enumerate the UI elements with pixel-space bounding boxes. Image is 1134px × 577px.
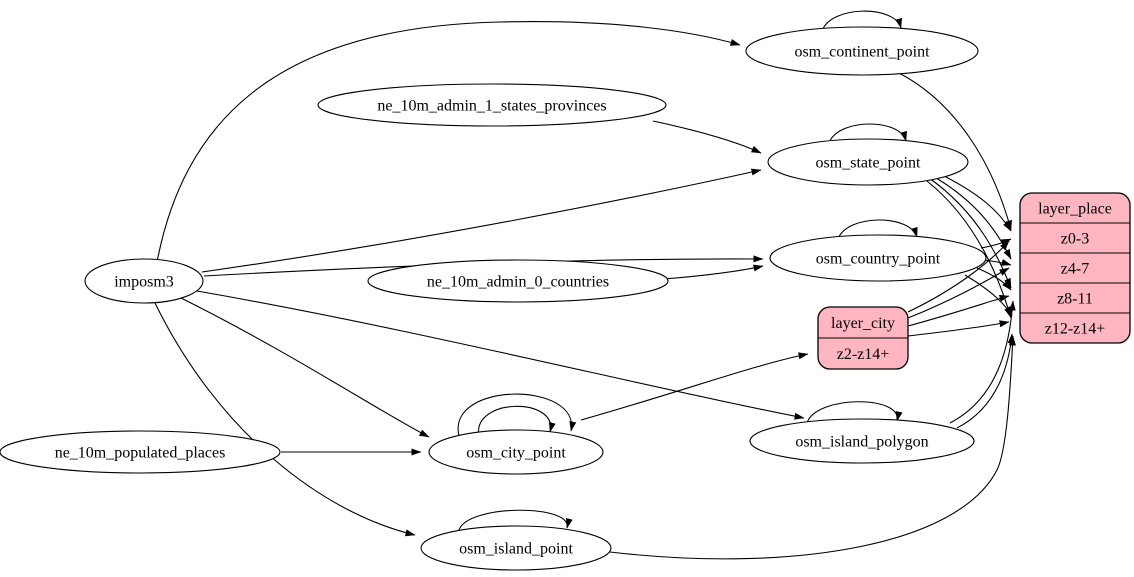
edges-layer: [154, 10, 1016, 560]
node-osm_state_point: osm_state_point: [767, 138, 969, 186]
layer_city-header-label: layer_city: [831, 315, 895, 332]
node-ne_10m_admin_0_countries: ne_10m_admin_0_countries: [367, 259, 669, 303]
edge-osm_island_point->layer_place:z12-z14+: [609, 335, 1016, 560]
node-osm_island_polygon: osm_island_polygon: [749, 418, 975, 464]
imposm3-shape: [84, 258, 204, 304]
osm_island_polygon-label: osm_island_polygon: [795, 434, 928, 451]
edge-ne_10m_admin_0_countries->osm_country_point: [663, 264, 764, 280]
node-ne_10m_admin_1_states_provinces: ne_10m_admin_1_states_provinces: [317, 83, 667, 127]
edge-osm_state_point->layer_place:z8-11: [928, 177, 1012, 289]
osm_city_point-shape: [428, 429, 604, 475]
edge-layer_city->layer_place:z4-7: [907, 267, 1010, 319]
node-osm_country_point: osm_country_point: [769, 234, 987, 282]
edge-self-osm_city_point-outer: [457, 393, 577, 437]
edge-imposm3->osm_island_polygon: [196, 290, 805, 420]
osm_country_point-label: osm_country_point: [816, 251, 941, 268]
edge-osm_island_polygon->layer_place:z8-11: [949, 300, 1016, 424]
edge-osm_state_point->layer_place:z12-z14+: [926, 180, 1012, 319]
osm_continent_point-label: osm_continent_point: [794, 44, 930, 61]
edge-osm_city_point->layer_city:z2-z14+: [580, 352, 809, 421]
osm_state_point-label: osm_state_point: [816, 155, 921, 172]
node-osm_continent_point: osm_continent_point: [745, 26, 979, 76]
edge-layer_city->layer_place:z0-3: [907, 240, 1010, 313]
osm_island_polygon-shape: [749, 418, 975, 464]
node-imposm3: imposm3: [84, 258, 204, 304]
layer_place-row-z8-11-label: z8-11: [1057, 291, 1093, 308]
edge-osm_state_point->layer_place:z4-7: [930, 174, 1012, 260]
edge-self-osm_continent_point: [821, 10, 902, 32]
edge-osm_country_point->layer_place:z0-3: [980, 238, 1012, 249]
edge-imposm3->osm_state_point: [201, 168, 762, 273]
edge-self-osm_island_polygon: [806, 401, 903, 424]
edge-self-osm_country_point: [837, 219, 918, 240]
edge-osm_country_point->layer_place:z4-7: [984, 259, 1012, 266]
edge-osm_state_point->layer_place:z0-3: [933, 170, 1012, 232]
edge-layer_city->layer_place:z8-11: [907, 294, 1010, 327]
node-ne_10m_populated_places: ne_10m_populated_places: [0, 430, 281, 474]
node-layer_place: layer_place z0-3 z4-7 z8-11 z12-z14+: [1019, 192, 1131, 344]
osm_country_point-shape: [769, 234, 987, 282]
edge-self-osm_city_point-inner: [478, 405, 556, 438]
osm_island_point-label: osm_island_point: [459, 541, 573, 558]
edge-self-osm_island_point: [458, 509, 573, 531]
layer_place-row-z0-3-label: z0-3: [1061, 231, 1089, 248]
edge-self-osm_state_point: [828, 123, 907, 144]
layer_place-row-z12-z14+-label: z12-z14+: [1045, 321, 1106, 338]
node-osm_city_point: osm_city_point: [428, 429, 604, 475]
ne_10m_populated_places-shape: [0, 430, 281, 474]
edge-imposm3->osm_island_point: [154, 302, 416, 537]
edge-imposm3->osm_city_point: [178, 296, 430, 438]
ne_10m_admin_1_states_provinces-label: ne_10m_admin_1_states_provinces: [377, 98, 606, 115]
ne_10m_admin_0_countries-shape: [367, 259, 669, 303]
layer_place-row-z4-7-label: z4-7: [1061, 261, 1089, 278]
edge-osm_continent_point->layer_place:z0-3: [898, 72, 1012, 231]
edge-ne_10m_admin_1_states_provinces->osm_state_point: [652, 120, 762, 154]
osm_continent_point-shape: [745, 26, 979, 76]
ne_10m_populated_places-label: ne_10m_populated_places: [55, 445, 226, 462]
edge-osm_country_point->layer_place:z12-z14+: [964, 274, 1013, 317]
imposm3-label: imposm3: [114, 274, 174, 291]
osm_city_point-label: osm_city_point: [466, 445, 566, 462]
node-layer_city: layer_city z2-z14+: [817, 306, 909, 370]
layer_place-shape: [1019, 192, 1131, 344]
edge-imposm3->osm_continent_point: [156, 21, 741, 263]
edge-osm_country_point->layer_place:z8-11: [976, 267, 1012, 291]
osm_state_point-shape: [767, 138, 969, 186]
node-osm_island_point: osm_island_point: [420, 525, 612, 571]
layer_city-row-z2-z14+-label: z2-z14+: [837, 346, 890, 363]
nodes-layer: imposm3 ne_10m_admin_1_states_provincesne…: [0, 26, 1131, 571]
ne_10m_admin_0_countries-label: ne_10m_admin_0_countries: [427, 274, 609, 291]
layer_place-header-label: layer_place: [1038, 201, 1112, 218]
osm_island_point-shape: [420, 525, 612, 571]
ne_10m_admin_1_states_provinces-shape: [317, 83, 667, 127]
edge-layer_city->layer_place:z12-z14+: [907, 320, 1010, 337]
